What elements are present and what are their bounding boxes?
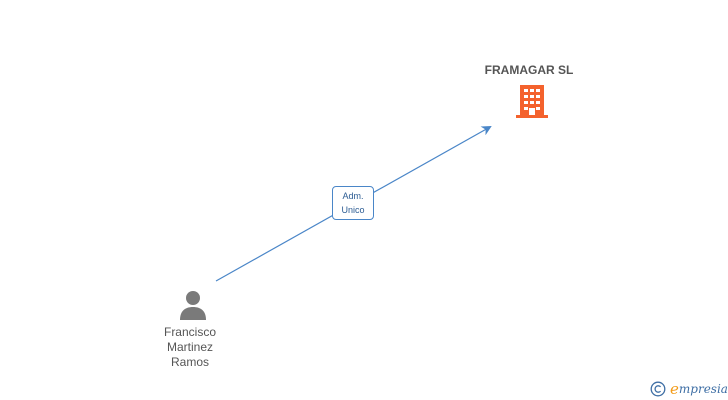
brand-initial: e xyxy=(670,380,679,398)
brand-text: mpresia xyxy=(678,382,728,396)
role-badge[interactable]: Adm. Unico xyxy=(332,186,374,220)
copyright-icon xyxy=(650,381,666,397)
person-name-line-3: Ramos xyxy=(170,355,209,369)
building-icon[interactable] xyxy=(515,83,549,119)
person-name-line-2: Martinez xyxy=(166,340,213,354)
company-name[interactable]: FRAMAGAR SL xyxy=(484,63,574,77)
person-name-line-1: Francisco xyxy=(163,325,216,339)
person-name[interactable]: Francisco Martinez Ramos xyxy=(139,325,241,370)
role-line-1: Adm. xyxy=(342,191,364,201)
brand-logo[interactable]: e mpresia xyxy=(650,378,728,400)
role-line-2: Unico xyxy=(341,205,365,215)
person-icon[interactable] xyxy=(177,289,209,321)
